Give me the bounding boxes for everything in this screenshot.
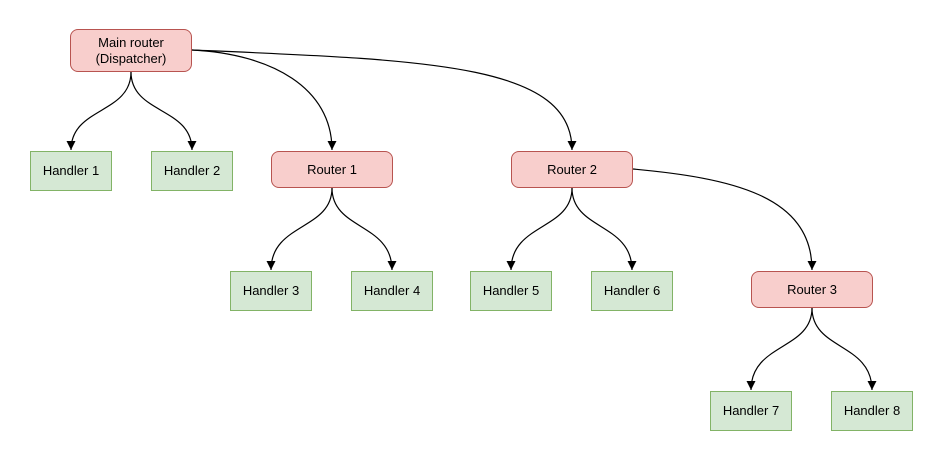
edge-router-1-to-handler-3 [266, 187, 333, 271]
edge-main-router-to-router-1 [191, 49, 337, 151]
edge-router-3-to-handler-8 [811, 307, 877, 391]
edge-main-router-to-handler-2 [130, 71, 197, 151]
node-handler-5: Handler 5 [470, 271, 552, 311]
node-handler-4: Handler 4 [351, 271, 433, 311]
edge-router-1-to-handler-4 [331, 187, 397, 271]
edge-router-2-to-router-3 [632, 168, 817, 271]
node-main-router: Main router (Dispatcher) [70, 29, 192, 72]
edge-router-2-to-handler-5 [506, 187, 573, 271]
edge-router-3-to-handler-7 [746, 307, 813, 391]
node-handler-8: Handler 8 [831, 391, 913, 431]
edge-main-router-to-handler-1 [66, 71, 132, 151]
node-handler-7: Handler 7 [710, 391, 792, 431]
node-handler-2: Handler 2 [151, 151, 233, 191]
edge-router-2-to-handler-6 [571, 187, 637, 271]
node-handler-3: Handler 3 [230, 271, 312, 311]
node-handler-6: Handler 6 [591, 271, 673, 311]
node-router-1: Router 1 [271, 151, 393, 188]
node-router-2: Router 2 [511, 151, 633, 188]
node-handler-1: Handler 1 [30, 151, 112, 191]
edge-main-router-to-router-2 [191, 49, 577, 151]
node-router-3: Router 3 [751, 271, 873, 308]
